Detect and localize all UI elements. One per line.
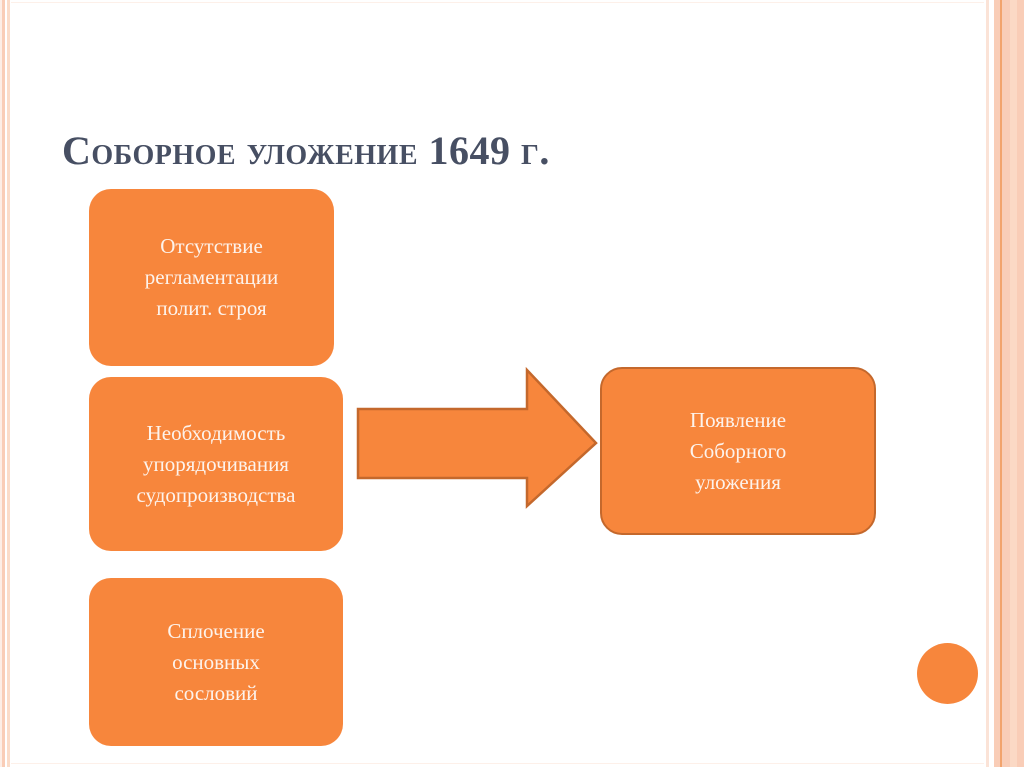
diagram-box-cause-1-label: Отсутствие регламентации полит. строя	[145, 231, 279, 324]
diagram-box-cause-2-label: Необходимость упорядочивания судопроизво…	[137, 418, 296, 511]
cause-2-line-2: упорядочивания	[143, 451, 289, 476]
cause-2-line-3: судопроизводства	[136, 482, 296, 507]
diagram-box-cause-2: Необходимость упорядочивания судопроизво…	[89, 377, 343, 551]
diagram-box-result-label: Появление Соборного уложения	[690, 405, 787, 498]
page-title: Соборное уложение 1649 г.	[62, 127, 550, 173]
cause-2-line-1: Необходимость	[146, 420, 286, 445]
cause-1-line-1: Отсутствие	[160, 234, 263, 258]
top-edge-line	[0, 2, 1024, 3]
cause-1-line-3: полит. строя	[156, 296, 267, 320]
diagram-box-result: Появление Соборного уложения	[600, 367, 876, 535]
right-edge-stripes	[984, 0, 1024, 767]
cause-3-line-3: сословий	[174, 680, 258, 705]
cause-3-line-1: Сплочение	[167, 618, 265, 643]
left-edge-stripes	[0, 0, 11, 767]
result-line-1: Появление	[689, 407, 787, 432]
decorative-circle	[917, 643, 978, 704]
right-arrow-icon	[356, 366, 598, 509]
diagram-box-cause-3-label: Сплочение основных сословий	[167, 616, 264, 709]
result-line-2: Соборного	[689, 438, 787, 463]
diagram-box-cause-1: Отсутствие регламентации полит. строя	[89, 189, 334, 366]
bottom-edge-line	[0, 763, 1024, 764]
result-line-3: уложения	[695, 469, 781, 494]
diagram-box-cause-3: Сплочение основных сословий	[89, 578, 343, 746]
cause-1-line-2: регламентации	[144, 265, 279, 289]
cause-3-line-2: основных	[172, 649, 260, 674]
